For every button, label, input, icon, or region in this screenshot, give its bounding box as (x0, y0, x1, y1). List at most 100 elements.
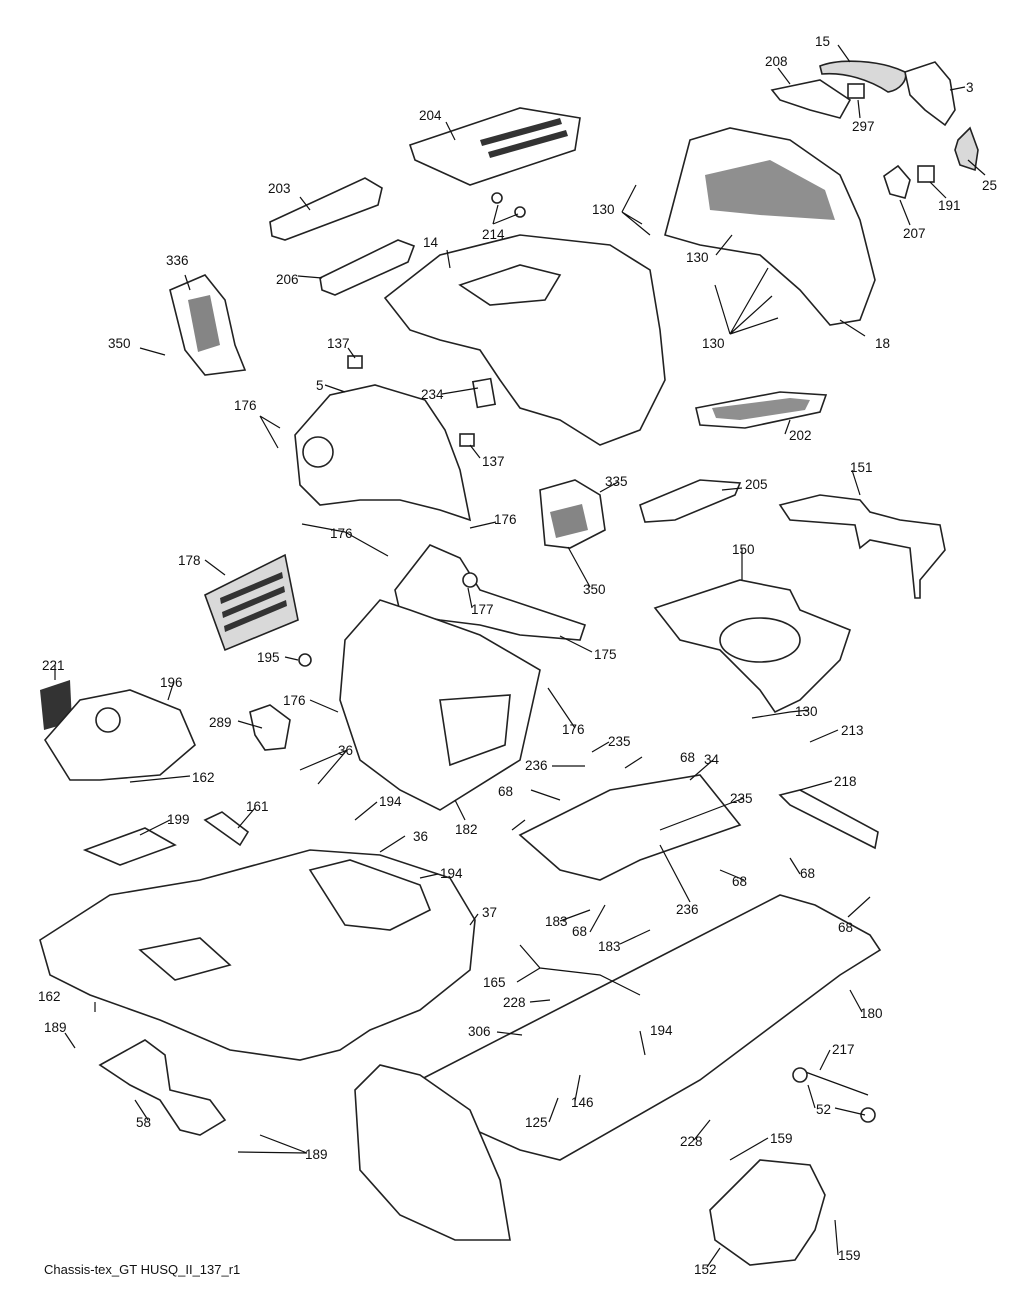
callout-236-a: 236 (525, 758, 548, 773)
part-152 (709, 1159, 826, 1266)
part-217 (799, 1069, 869, 1096)
part-137-b (459, 433, 475, 447)
callout-208: 208 (765, 54, 788, 69)
part-151 (778, 494, 946, 599)
callout-68-e: 68 (572, 924, 587, 939)
callout-3: 3 (966, 80, 974, 95)
callout-52: 52 (816, 1102, 831, 1117)
callout-202: 202 (789, 428, 812, 443)
callout-189-a: 189 (44, 1020, 67, 1035)
callout-199: 199 (167, 812, 190, 827)
callout-217: 217 (832, 1042, 855, 1057)
callout-68-f: 68 (838, 920, 853, 935)
callout-176-b: 176 (494, 512, 517, 527)
callout-189-b: 189 (305, 1147, 328, 1162)
callout-194-c: 194 (650, 1023, 673, 1038)
callout-37: 37 (482, 905, 497, 920)
part-14 (383, 234, 666, 446)
part-18 (664, 127, 876, 326)
part-202-mesh (712, 398, 810, 420)
callout-162-b: 162 (38, 989, 61, 1004)
callout-228-b: 228 (680, 1134, 703, 1149)
callout-36-b: 36 (413, 829, 428, 844)
callout-203: 203 (268, 181, 291, 196)
callout-180: 180 (860, 1006, 883, 1021)
part-34 (518, 774, 742, 881)
callout-130-a: 130 (592, 202, 615, 217)
callout-191: 191 (938, 198, 961, 213)
part-3 (904, 61, 956, 127)
part-203 (269, 177, 383, 241)
callout-207: 207 (903, 226, 926, 241)
callout-196: 196 (160, 675, 183, 690)
callout-68-b: 68 (498, 784, 513, 799)
part-289 (249, 704, 291, 751)
part-196 (44, 689, 196, 781)
callout-234: 234 (421, 387, 444, 402)
callout-137-b: 137 (482, 454, 505, 469)
part-234 (471, 377, 497, 409)
part-125 (354, 1064, 511, 1241)
callout-235-b: 235 (730, 791, 753, 806)
callout-183-a: 183 (545, 914, 568, 929)
callout-36-a: 36 (338, 743, 353, 758)
callout-68-c: 68 (732, 874, 747, 889)
callout-176-e: 176 (562, 722, 585, 737)
part-178-slots (220, 572, 287, 632)
callout-335: 335 (605, 474, 628, 489)
part-214-clip-a (491, 192, 503, 204)
callout-236-b: 236 (676, 902, 699, 917)
callout-137-a: 137 (327, 336, 350, 351)
part-336-mesh (188, 295, 220, 352)
callout-130-b: 130 (686, 250, 709, 265)
callout-194-b: 194 (440, 866, 463, 881)
part-15 (819, 60, 907, 93)
part-195 (298, 653, 312, 667)
callout-228-a: 228 (503, 995, 526, 1010)
callout-194-a: 194 (379, 794, 402, 809)
part-191 (917, 165, 935, 183)
callout-162-a: 162 (192, 770, 215, 785)
part-182-opening (439, 694, 511, 767)
part-5 (294, 384, 472, 522)
callout-176-c: 176 (330, 526, 353, 541)
callout-206: 206 (276, 272, 299, 287)
part-18-mesh (705, 160, 835, 220)
callout-178: 178 (178, 553, 201, 568)
part-5-gauge (302, 436, 334, 468)
callout-161: 161 (246, 799, 269, 814)
part-177-nut (462, 572, 478, 588)
callout-235-a: 235 (608, 734, 631, 749)
callout-195: 195 (257, 650, 280, 665)
part-180 (408, 894, 882, 1161)
callout-159-b: 159 (838, 1248, 861, 1263)
callout-165: 165 (483, 975, 506, 990)
callout-25: 25 (982, 178, 997, 193)
part-52-b (860, 1107, 876, 1123)
callout-183-b: 183 (598, 939, 621, 954)
callout-205: 205 (745, 477, 768, 492)
callout-350-b: 350 (583, 582, 606, 597)
part-25 (954, 126, 979, 172)
part-205 (639, 479, 742, 523)
callout-204: 204 (419, 108, 442, 123)
part-297 (847, 83, 865, 99)
part-218 (778, 789, 879, 850)
callout-214: 214 (482, 227, 505, 242)
part-199 (82, 827, 177, 866)
callout-68-d: 68 (800, 866, 815, 881)
callout-15: 15 (815, 34, 830, 49)
part-196-cup (95, 707, 121, 733)
part-14-opening (458, 264, 562, 306)
part-52-a (792, 1067, 808, 1083)
part-207 (883, 164, 911, 199)
callout-176-d: 176 (283, 693, 306, 708)
callout-221: 221 (42, 658, 65, 673)
part-150-hole (719, 617, 801, 663)
callout-130-c: 130 (702, 336, 725, 351)
callout-labels: 15 208 3 297 25 204 191 207 203 214 130 … (38, 34, 997, 1277)
callout-336: 336 (166, 253, 189, 268)
parts-layer (39, 60, 979, 1266)
callout-177: 177 (471, 602, 494, 617)
